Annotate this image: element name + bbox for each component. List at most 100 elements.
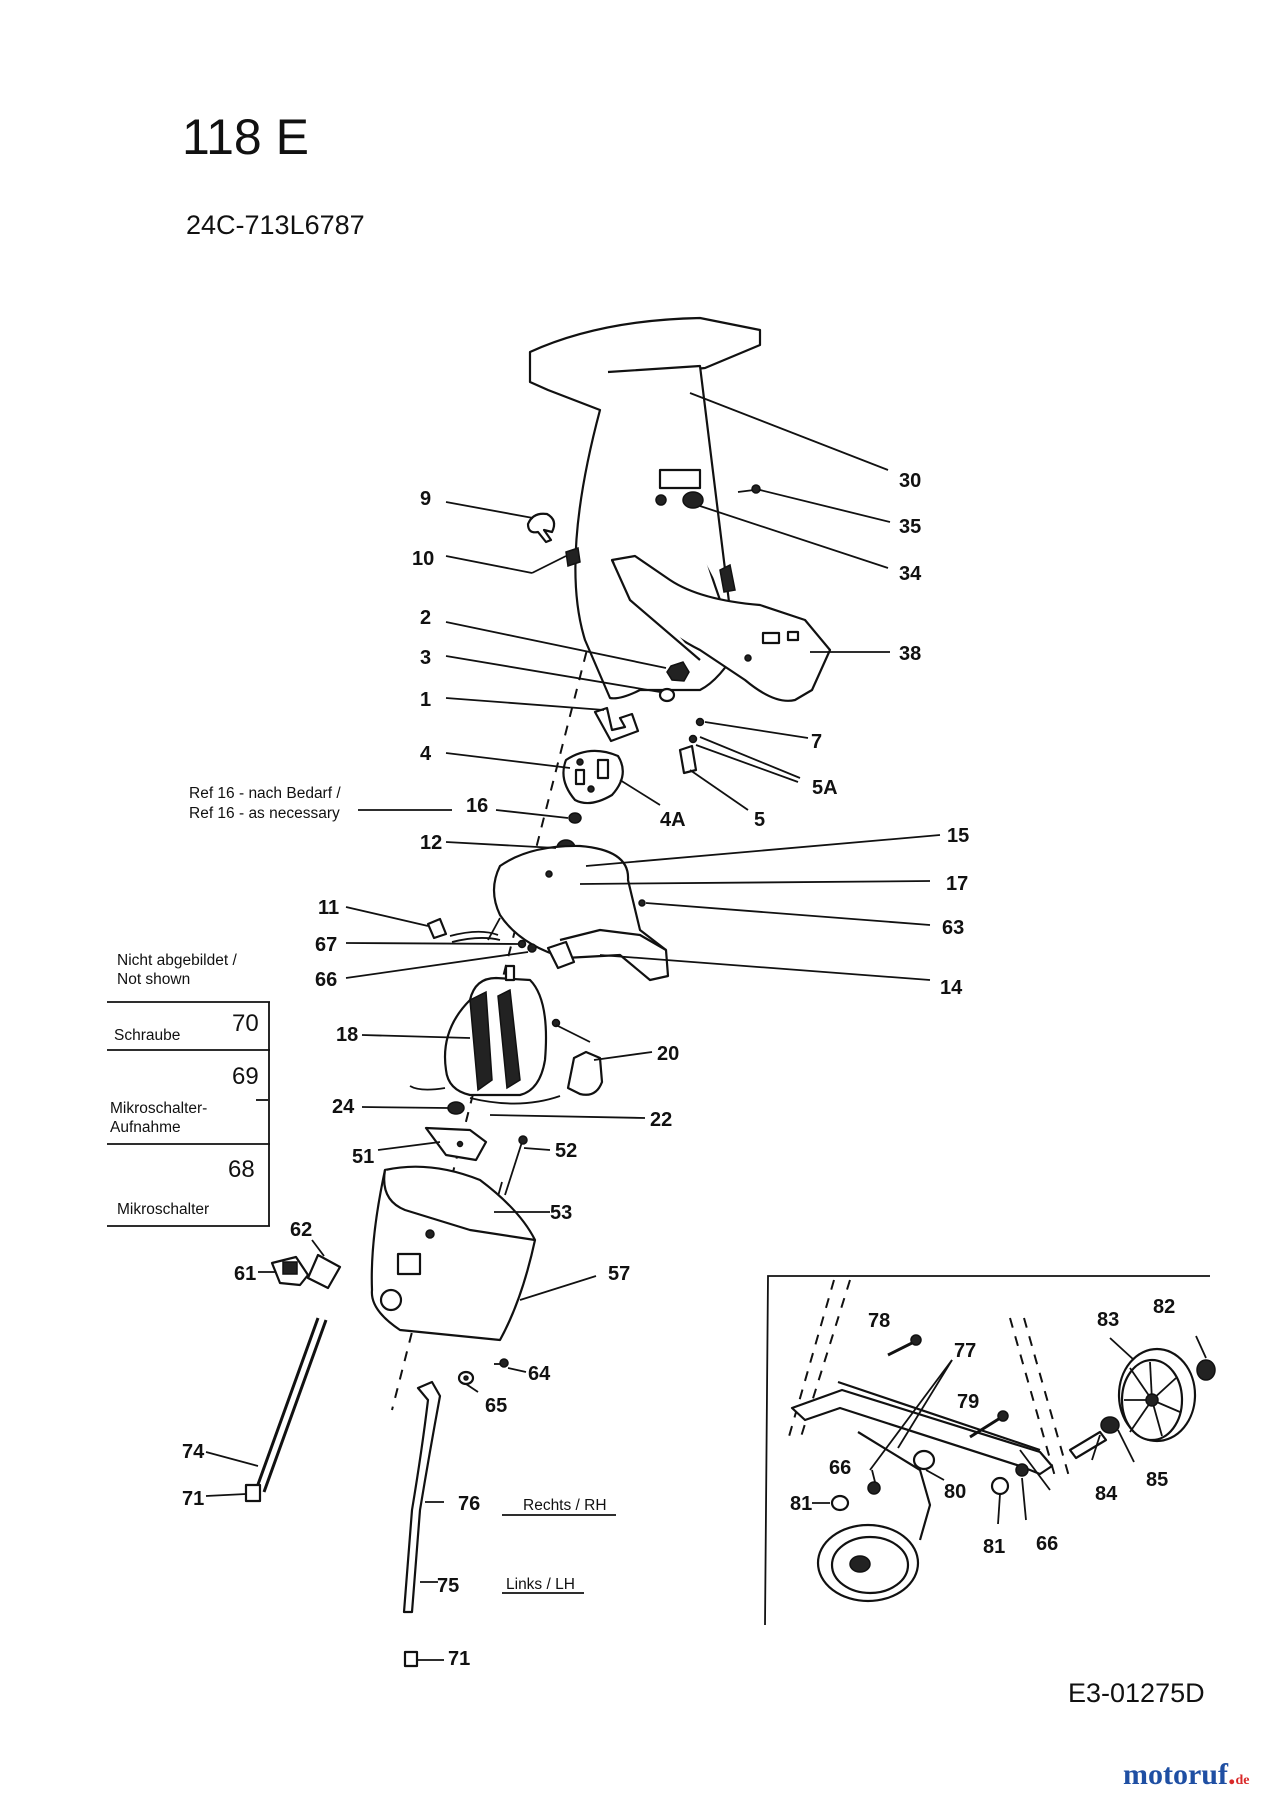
callout-71-leg: 71 — [182, 1488, 204, 1510]
callout-12: 12 — [420, 832, 442, 854]
table-row-number: 69 — [232, 1063, 259, 1090]
not-shown-note: Nicht abgebildet / Not shown — [117, 952, 237, 988]
callout-5: 5 — [754, 809, 765, 831]
callout-14: 14 — [940, 977, 963, 999]
part-9-knob — [526, 512, 556, 544]
model-number: 24C-713L6787 — [186, 210, 365, 240]
part-76-leg-rh — [402, 1380, 442, 1614]
callout-66-inset-right: 66 — [1036, 1533, 1058, 1555]
callout-5A: 5A — [812, 777, 838, 799]
rh-label: Rechts / RH — [523, 1497, 607, 1514]
callout-30: 30 — [899, 470, 921, 492]
callout-85: 85 — [1146, 1469, 1168, 1491]
callout-64: 64 — [528, 1363, 551, 1385]
part-67-screw — [517, 939, 527, 949]
callout-79: 79 — [957, 1391, 979, 1413]
callout-3: 3 — [420, 647, 431, 669]
callout-76: 76 — [458, 1493, 480, 1515]
part-11-strain-relief — [426, 917, 501, 943]
table-row-name: Schraube — [114, 1027, 180, 1044]
callout-53: 53 — [550, 1202, 572, 1224]
callout-4A: 4A — [660, 809, 686, 831]
part-71-cap-bottom — [403, 1650, 419, 1668]
table-row-name: Mikroschalter- — [110, 1100, 207, 1117]
lh-label: Links / LH — [506, 1576, 575, 1593]
part-7-screws — [688, 717, 705, 744]
part-38-chute-base — [610, 554, 832, 702]
ref16-note: Ref 16 - nach Bedarf / Ref 16 - as neces… — [189, 785, 341, 822]
callout-34: 34 — [899, 563, 922, 585]
callout-17: 17 — [946, 873, 968, 895]
part-16-spacer — [568, 812, 582, 824]
brand-tld: de — [1235, 1773, 1250, 1788]
part-62-bracket — [306, 1253, 342, 1290]
part-65-washer — [457, 1370, 475, 1386]
part-5-plate — [678, 744, 698, 775]
part-10-washer — [565, 547, 581, 567]
callout-2: 2 — [420, 607, 431, 629]
part-24-washer — [447, 1101, 465, 1115]
part-57-lower-housing — [370, 1165, 537, 1342]
ref16-note-en: Ref 16 - as necessary — [189, 805, 340, 822]
part-1-bracket — [593, 706, 640, 743]
callout-63: 63 — [942, 917, 964, 939]
table-row-number: 68 — [228, 1156, 255, 1183]
callout-80: 80 — [944, 1481, 966, 1503]
not-shown-table: 70 Schraube 69 Mikroschalter- Aufnahme 6… — [107, 1001, 270, 1227]
callout-67: 67 — [315, 934, 337, 956]
wheel-kit-inset — [764, 1275, 1216, 1626]
part-35-screw — [737, 484, 761, 494]
callout-83: 83 — [1097, 1309, 1119, 1331]
callout-52: 52 — [555, 1140, 577, 1162]
callout-18: 18 — [336, 1024, 358, 1046]
callout-66: 66 — [315, 969, 337, 991]
callout-78: 78 — [868, 1310, 890, 1332]
callout-61: 61 — [234, 1263, 256, 1285]
callout-7: 7 — [811, 731, 822, 753]
callout-10: 10 — [412, 548, 434, 570]
callout-81-left: 81 — [790, 1493, 812, 1515]
part-52-bolt — [504, 1135, 528, 1196]
brand-watermark: motoruf.de — [1123, 1758, 1249, 1792]
part-64-screw — [494, 1358, 509, 1368]
table-row-name-line2: Aufnahme — [110, 1119, 181, 1136]
diagram-title: 118 E — [182, 109, 309, 165]
not-shown-en: Not shown — [117, 971, 190, 988]
callout-20: 20 — [657, 1043, 679, 1065]
callout-82: 82 — [1153, 1296, 1175, 1318]
callout-15: 15 — [947, 825, 969, 847]
callout-62: 62 — [290, 1219, 312, 1241]
part-4-plate — [562, 749, 624, 805]
part-20-capacitor — [551, 1018, 604, 1096]
callout-75: 75 — [437, 1575, 459, 1597]
callout-74: 74 — [182, 1441, 205, 1463]
document-id: E3-01275D — [1068, 1678, 1205, 1708]
callout-35: 35 — [899, 516, 921, 538]
callout-71-cap: 71 — [448, 1648, 470, 1670]
table-row-number: 70 — [232, 1010, 259, 1037]
part-66-nut — [527, 943, 537, 953]
callout-22: 22 — [650, 1109, 672, 1131]
table-row: 70 Schraube — [114, 1010, 259, 1044]
part-14-upper-housing — [492, 844, 670, 982]
callout-24: 24 — [332, 1096, 355, 1118]
callout-57: 57 — [608, 1263, 630, 1285]
table-row: 68 Mikroschalter — [117, 1156, 255, 1218]
callout-84: 84 — [1095, 1483, 1118, 1505]
callout-66-inset-left: 66 — [829, 1457, 851, 1479]
part-74-leg — [244, 1317, 328, 1503]
brand-dot: . — [1227, 1758, 1236, 1791]
part-3-washer — [658, 687, 676, 703]
ref16-note-de: Ref 16 - nach Bedarf / — [189, 785, 341, 802]
callout-51: 51 — [352, 1146, 374, 1168]
part-2-nut — [666, 661, 690, 682]
callout-9: 9 — [420, 488, 431, 510]
brand-name: motoruf — [1123, 1758, 1228, 1791]
callout-labels: 30 35 34 38 9 10 2 3 1 7 5A 4 4A 5 16 15… — [182, 470, 1175, 1670]
callout-81-right: 81 — [983, 1536, 1005, 1558]
callout-1: 1 — [420, 689, 431, 711]
part-18-motor — [409, 964, 561, 1105]
leg-side-labels: Rechts / RH Links / LH — [506, 1497, 607, 1593]
